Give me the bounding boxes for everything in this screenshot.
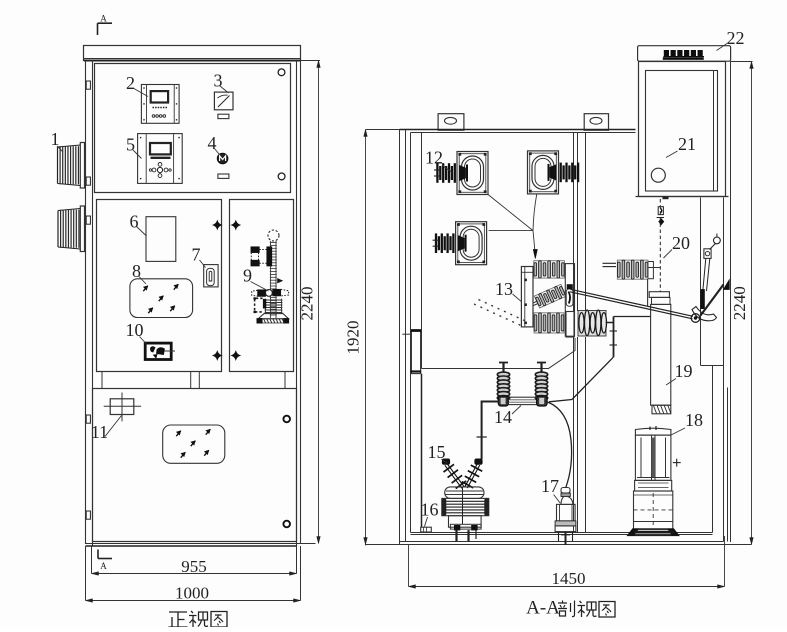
svg-text:19: 19 [675, 361, 693, 381]
svg-text:A: A [100, 14, 107, 24]
svg-text:1920: 1920 [344, 321, 363, 355]
svg-text:15: 15 [428, 442, 446, 462]
svg-text:11: 11 [91, 422, 108, 442]
svg-text:10: 10 [126, 320, 144, 340]
svg-text:16: 16 [421, 500, 439, 520]
svg-text:22: 22 [727, 28, 745, 48]
svg-text:8: 8 [132, 261, 141, 281]
svg-text:12: 12 [425, 148, 443, 168]
svg-text:4: 4 [208, 133, 217, 153]
svg-text:20: 20 [672, 233, 690, 253]
svg-text:21: 21 [678, 134, 696, 154]
svg-text:A: A [100, 561, 107, 571]
svg-text:1450: 1450 [552, 569, 586, 588]
svg-text:18: 18 [685, 410, 703, 430]
svg-text:13: 13 [495, 279, 513, 299]
svg-text:A-A: A-A [526, 598, 560, 619]
svg-text:6: 6 [130, 212, 139, 232]
svg-text:14: 14 [494, 407, 512, 427]
svg-text:7: 7 [192, 245, 201, 265]
svg-text:17: 17 [541, 476, 559, 496]
svg-text:2: 2 [126, 73, 135, 93]
svg-text:3: 3 [214, 71, 223, 91]
svg-text:5: 5 [126, 135, 135, 155]
svg-text:955: 955 [181, 557, 207, 576]
svg-text:1000: 1000 [175, 584, 209, 603]
svg-text:1: 1 [51, 129, 60, 149]
svg-text:9: 9 [243, 266, 252, 286]
svg-text:2240: 2240 [298, 287, 317, 321]
svg-text:2240: 2240 [730, 286, 749, 320]
